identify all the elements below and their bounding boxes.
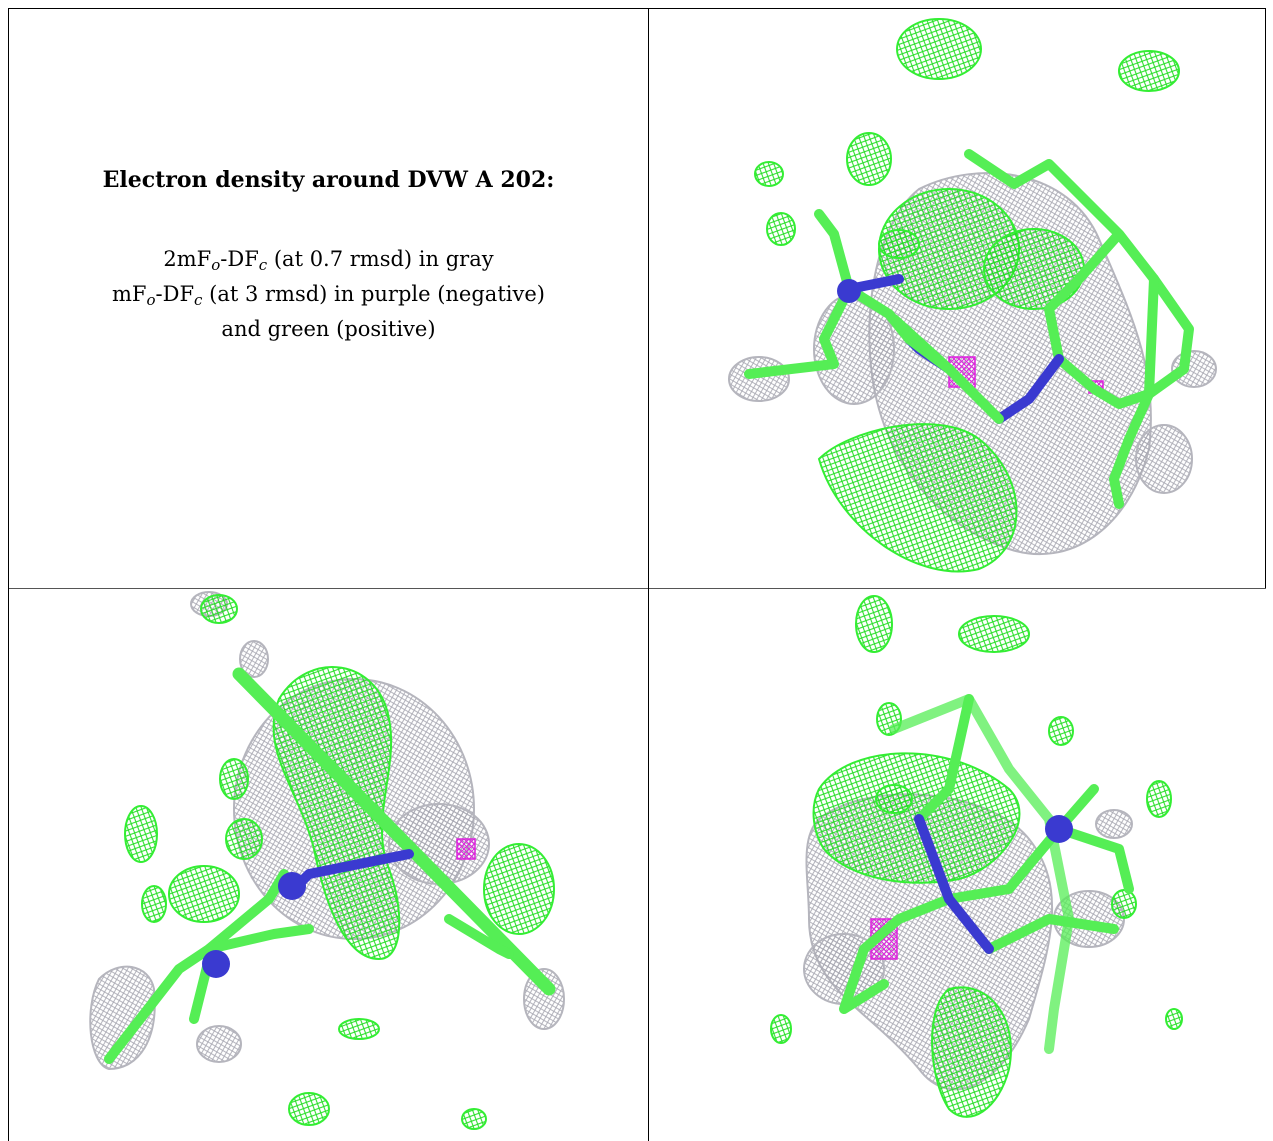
table-border-center [648, 8, 649, 1141]
legend-line-diff: mFo-DFc (at 3 rmsd) in purple (negative) [112, 282, 545, 309]
figure-title: Electron density around DVW A 202: [102, 167, 555, 193]
ligand-sticks [744, 149, 1194, 509]
density-view-1 [649, 9, 1265, 588]
caption-cell: Electron density around DVW A 202: 2mFo-… [9, 9, 648, 588]
density-legend: 2mFo-DFc (at 0.7 rmsd) in gray mFo-DFc (… [112, 245, 545, 344]
figure-table: Electron density around DVW A 202: 2mFo-… [8, 8, 1266, 1141]
table-border-top [8, 8, 1266, 9]
legend-line-green: and green (positive) [221, 317, 436, 341]
green-density-mesh [124, 594, 555, 1130]
negative-density-mesh [456, 838, 476, 860]
legend-line-gray: 2mFo-DFc (at 0.7 rmsd) in gray [163, 247, 494, 274]
green-density-mesh [754, 18, 1180, 573]
density-view-2 [9, 589, 648, 1141]
density-view-3 [649, 589, 1266, 1141]
table-border-left [8, 8, 9, 1141]
table-border-middle [8, 588, 1266, 589]
ligand-sticks [104, 667, 556, 1064]
ligand-sticks [839, 694, 1134, 1054]
table-border-right [1265, 8, 1266, 588]
